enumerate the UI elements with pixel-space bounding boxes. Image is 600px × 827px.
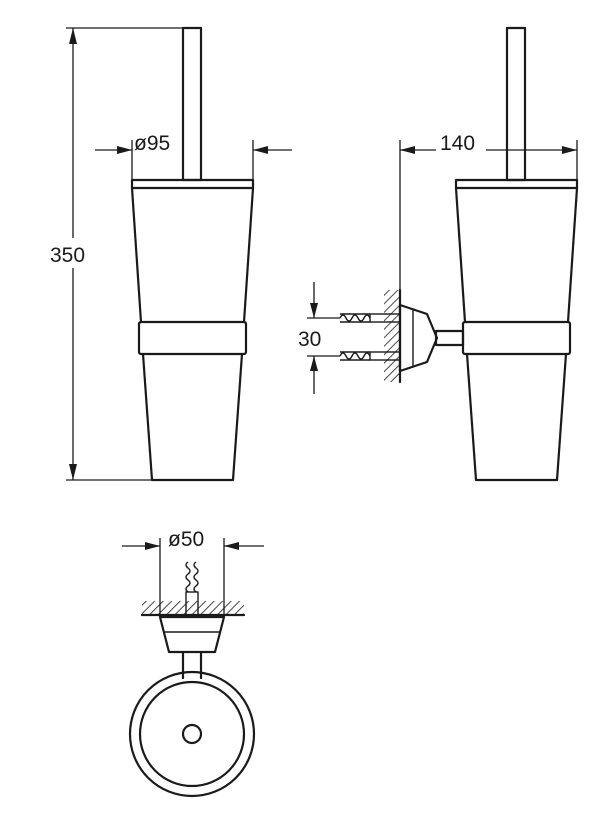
side-holder-ring <box>461 320 572 356</box>
dimension-label-spacing: 30 <box>298 328 321 351</box>
dimension-label-height: 350 <box>50 244 85 267</box>
arrow-depth-right <box>562 146 577 154</box>
wall-hatch <box>384 290 400 382</box>
arrow-depth-left <box>400 146 415 154</box>
dimension-label-depth: 140 <box>440 132 475 155</box>
holder-ring <box>137 320 248 356</box>
wall-flange <box>398 303 439 373</box>
arrow-mount-right <box>145 542 160 550</box>
cup-lower <box>141 352 244 482</box>
arrow-spacing-up <box>310 356 318 371</box>
side-cup-rim <box>454 178 579 190</box>
arrow-up <box>69 28 77 44</box>
screw-lower <box>339 351 401 361</box>
label-bg-height <box>46 238 98 268</box>
dimension-label-cup-diameter: ø95 <box>134 132 170 155</box>
top-screw <box>185 561 199 616</box>
arrow-mount-left <box>224 542 239 550</box>
side-brush-handle <box>505 26 527 182</box>
brush-handle <box>181 26 203 182</box>
top-view: ø50 <box>122 528 264 798</box>
arrow-left <box>253 146 268 154</box>
arrow-spacing-down <box>310 303 318 318</box>
dimension-label-mount-diameter: ø50 <box>168 528 204 551</box>
front-view: 350 ø95 <box>46 26 292 482</box>
cup-rim <box>130 178 255 190</box>
top-arm <box>181 650 203 680</box>
top-wall-hatch <box>142 601 244 615</box>
arrow-right <box>117 146 132 154</box>
cup-upper <box>130 186 255 324</box>
top-ring-outer <box>128 670 256 798</box>
arrow-down <box>69 464 77 480</box>
top-ring-inner <box>138 680 246 788</box>
screw-upper <box>339 313 401 323</box>
wall-arm <box>434 329 465 347</box>
top-flange <box>158 615 226 654</box>
side-cup-lower <box>465 352 568 482</box>
side-cup-upper <box>454 186 579 324</box>
side-view: 140 30 <box>298 26 579 482</box>
top-center-hole <box>181 723 203 745</box>
